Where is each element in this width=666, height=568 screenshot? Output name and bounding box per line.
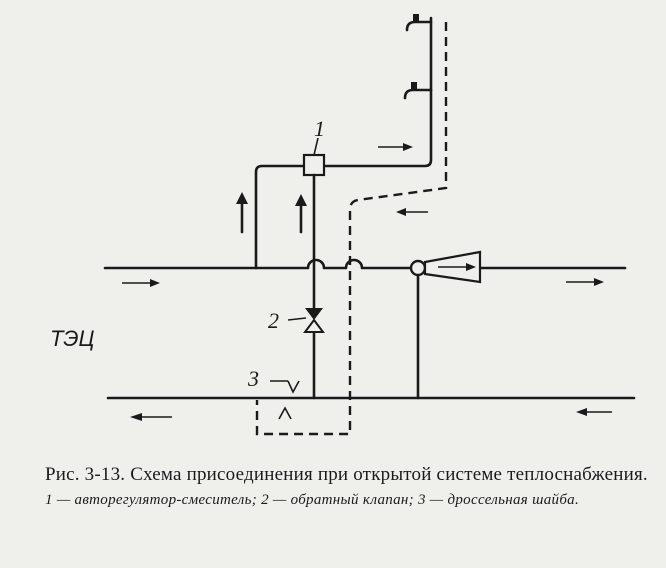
flow-arrow-icon [566, 278, 604, 286]
supply-riser [254, 164, 306, 270]
station-label: ТЭЦ [50, 326, 94, 351]
figure-caption: Рис. 3-13. Схема присоединения при откры… [45, 463, 655, 510]
supply-pipe [103, 258, 627, 270]
callout-number-3: 3 [247, 366, 259, 391]
flow-arrow-icon [122, 279, 160, 287]
check-valve-icon [303, 308, 325, 333]
flow-arrow-icon [295, 194, 307, 234]
circulation-pipe [255, 22, 448, 436]
callout-number-1: 1 [314, 116, 325, 141]
throttle-washer-icon [278, 406, 292, 420]
callout-leader-1 [313, 137, 319, 156]
water-tap-icon [405, 14, 433, 32]
callout-leader-2 [287, 317, 307, 321]
autoregulator-mixer [302, 153, 326, 177]
heat-supply-schematic: 1 2 3 ТЭЦ [50, 14, 636, 436]
callout-number-2: 2 [268, 308, 279, 333]
ejector-nozzle [409, 259, 427, 277]
throttle-washer-mark-icon [287, 380, 300, 394]
water-tap-icon [403, 82, 433, 100]
flow-arrow-icon [438, 263, 476, 271]
caption-legend: 1 — авторегулятор-смеситель; 2 — обратны… [45, 492, 580, 508]
flow-arrow-icon [130, 413, 172, 421]
caption-title: Рис. 3-13. Схема присоединения при откры… [45, 464, 648, 485]
flow-arrow-icon [378, 143, 413, 151]
flow-arrow-icon [576, 408, 612, 416]
flow-arrow-icon [236, 192, 248, 234]
flow-arrow-icon [396, 208, 428, 216]
hot-water-pipe [322, 16, 433, 168]
